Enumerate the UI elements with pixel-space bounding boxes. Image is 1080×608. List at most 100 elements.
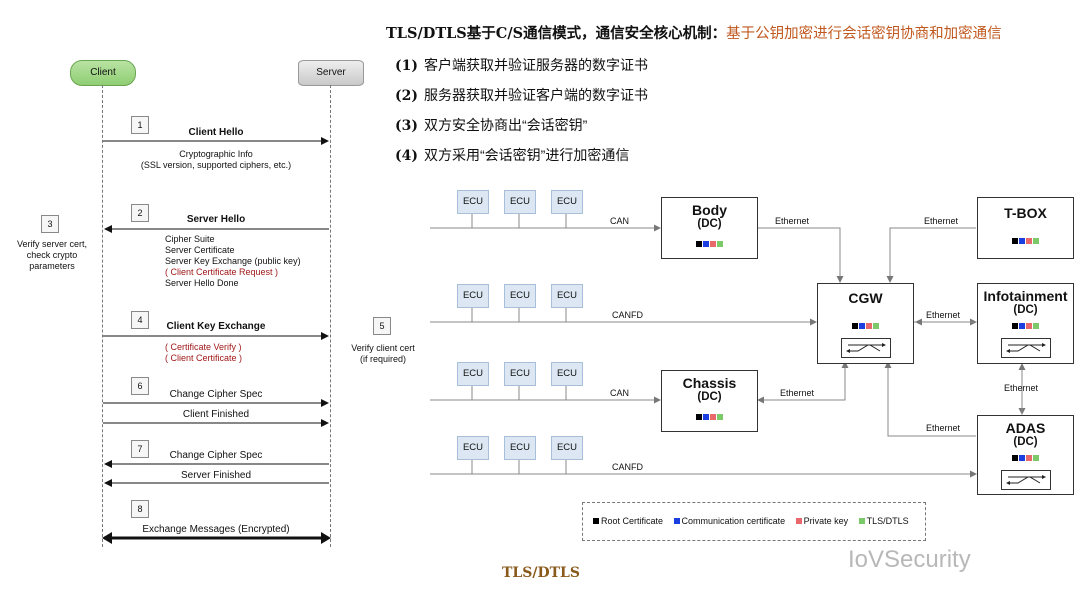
list-item: (1)客户端获取并验证服务器的数字证书 bbox=[395, 55, 648, 75]
ecu-box: ECU bbox=[551, 362, 583, 386]
server-finished-label: Server Finished bbox=[180, 470, 252, 481]
server-key-exchange-text: Server Key Exchange (public key) bbox=[165, 256, 301, 266]
client-actor: Client bbox=[70, 60, 136, 86]
body-sub: (DC) bbox=[697, 218, 722, 230]
tls-square bbox=[1033, 323, 1039, 329]
ethernet-label-adas: Ethernet bbox=[926, 423, 961, 433]
private-key-square bbox=[866, 323, 872, 329]
step-5-box: 5 bbox=[373, 317, 391, 335]
server-certificate-text: Server Certificate bbox=[165, 245, 235, 255]
tls-square bbox=[717, 241, 723, 247]
legend-row: Root Certificate Communication certifica… bbox=[593, 516, 909, 526]
list-item-number: (4) bbox=[395, 148, 418, 164]
step-4-box: 4 bbox=[131, 311, 149, 329]
legend: Root Certificate Communication certifica… bbox=[582, 502, 926, 541]
ecu-box: ECU bbox=[504, 284, 536, 308]
adas-name: ADAS bbox=[1005, 420, 1046, 436]
ethernet-label-tbox: Ethernet bbox=[924, 216, 959, 226]
infotainment-name: Infotainment bbox=[983, 288, 1068, 304]
tls-square bbox=[873, 323, 879, 329]
server-hello-done-text: Server Hello Done bbox=[165, 278, 239, 288]
legend-root-label: Root Certificate bbox=[601, 516, 664, 526]
list-item-text: 客户端获取并验证服务器的数字证书 bbox=[424, 57, 648, 73]
legend-root-swatch bbox=[593, 518, 599, 524]
verify-client-line-2: (if required) bbox=[359, 354, 406, 364]
chassis-sub: (DC) bbox=[697, 391, 722, 403]
client-hello-label: Client Hello bbox=[188, 127, 244, 138]
private-key-square bbox=[710, 414, 716, 420]
step-8-box: 8 bbox=[131, 500, 149, 518]
tbox-name: T-BOX bbox=[1004, 205, 1047, 221]
list-item-text: 双方安全协商出“会话密钥” bbox=[424, 117, 588, 133]
infotainment-sub: (DC) bbox=[1013, 304, 1038, 316]
ecu-box: ECU bbox=[504, 190, 536, 214]
ecu-box: ECU bbox=[551, 436, 583, 460]
exchange-messages-label: Exchange Messages (Encrypted) bbox=[142, 524, 290, 535]
title-prefix: TLS/DTLS基于C/S通信模式，通信安全核心机制： bbox=[386, 25, 727, 42]
verify-client-note: Verify client cert (if required) bbox=[344, 343, 422, 365]
legend-priv-label: Private key bbox=[803, 516, 849, 526]
comm-cert-square bbox=[859, 323, 865, 329]
step-7-box: 7 bbox=[131, 440, 149, 458]
body-cert-squares bbox=[662, 241, 757, 250]
ecu-box: ECU bbox=[551, 284, 583, 308]
cgw-node: CGW bbox=[817, 283, 914, 364]
sequence-arrows bbox=[102, 137, 331, 544]
ecu-box: ECU bbox=[457, 190, 489, 214]
step-1-box: 1 bbox=[131, 116, 149, 134]
crypto-info-line: Cryptographic Info bbox=[179, 149, 253, 159]
client-hello-info: Cryptographic Info (SSL version, support… bbox=[102, 149, 330, 171]
can-label-2: CAN bbox=[610, 388, 630, 398]
tbox-node: T-BOX bbox=[977, 197, 1074, 259]
change-cipher-2-label: Change Cipher Spec bbox=[169, 450, 263, 461]
ecu-box: ECU bbox=[551, 190, 583, 214]
list-item-text: 双方采用“会话密钥”进行加密通信 bbox=[424, 147, 630, 163]
client-cert-request-text: ( Client Certificate Request ) bbox=[165, 267, 279, 277]
ecu-box: ECU bbox=[504, 362, 536, 386]
root-cert-square bbox=[696, 241, 702, 247]
adas-sub: (DC) bbox=[1013, 436, 1038, 448]
list-item: (4) 双方采用“会话密钥”进行加密通信 bbox=[395, 145, 629, 165]
comm-cert-square bbox=[1019, 323, 1025, 329]
root-cert-square bbox=[852, 323, 858, 329]
change-cipher-1-label: Change Cipher Spec bbox=[169, 389, 263, 400]
eth-chassis-cgw bbox=[758, 361, 849, 401]
server-hello-label: Server Hello bbox=[186, 214, 246, 225]
client-finished-label: Client Finished bbox=[182, 409, 250, 420]
ethernet-label-info: Ethernet bbox=[926, 310, 961, 320]
bottom-caption: TLS/DTLS bbox=[502, 565, 580, 581]
list-item: (3)双方安全协商出“会话密钥” bbox=[395, 115, 587, 135]
server-hello-items: Cipher Suite Server Certificate Server K… bbox=[165, 234, 301, 289]
root-cert-square bbox=[696, 414, 702, 420]
adas-node: ADAS (DC) bbox=[977, 415, 1074, 495]
client-certificate-text: ( Client Certificate ) bbox=[165, 353, 243, 363]
ecu-box: ECU bbox=[457, 436, 489, 460]
eth-adas-cgw bbox=[884, 361, 976, 437]
ethernet-label-vertical: Ethernet bbox=[1004, 383, 1039, 393]
cgw-cert-squares bbox=[818, 323, 913, 332]
chassis-name: Chassis bbox=[682, 375, 737, 391]
legend-comm-label: Communication certificate bbox=[681, 516, 786, 526]
tbox-cert-squares bbox=[978, 238, 1073, 247]
legend-tls-label: TLS/DTLS bbox=[866, 516, 909, 526]
list-item: (2)服务器获取并验证客户端的数字证书 bbox=[395, 85, 648, 105]
step-2-box: 2 bbox=[131, 204, 149, 222]
chassis-cert-squares bbox=[662, 414, 757, 423]
client-key-items: ( Certificate Verify ) ( Client Certific… bbox=[165, 342, 242, 364]
client-key-exchange-label: Client Key Exchange bbox=[166, 321, 266, 332]
tls-square bbox=[717, 414, 723, 420]
adas-cert-squares bbox=[978, 455, 1073, 464]
ecu-box: ECU bbox=[504, 436, 536, 460]
verify-server-line-1: Verify server cert, bbox=[16, 239, 88, 249]
legend-comm-swatch bbox=[673, 518, 680, 524]
certificate-verify-text: ( Certificate Verify ) bbox=[165, 342, 242, 352]
client-lifeline bbox=[102, 85, 103, 547]
can-label-1: CAN bbox=[610, 216, 630, 226]
root-cert-square bbox=[1012, 323, 1018, 329]
ecu-box: ECU bbox=[457, 362, 489, 386]
server-lifeline bbox=[330, 85, 331, 547]
eth-body-cgw bbox=[757, 227, 844, 283]
step-3-box: 3 bbox=[41, 215, 59, 233]
comm-cert-square bbox=[703, 241, 709, 247]
